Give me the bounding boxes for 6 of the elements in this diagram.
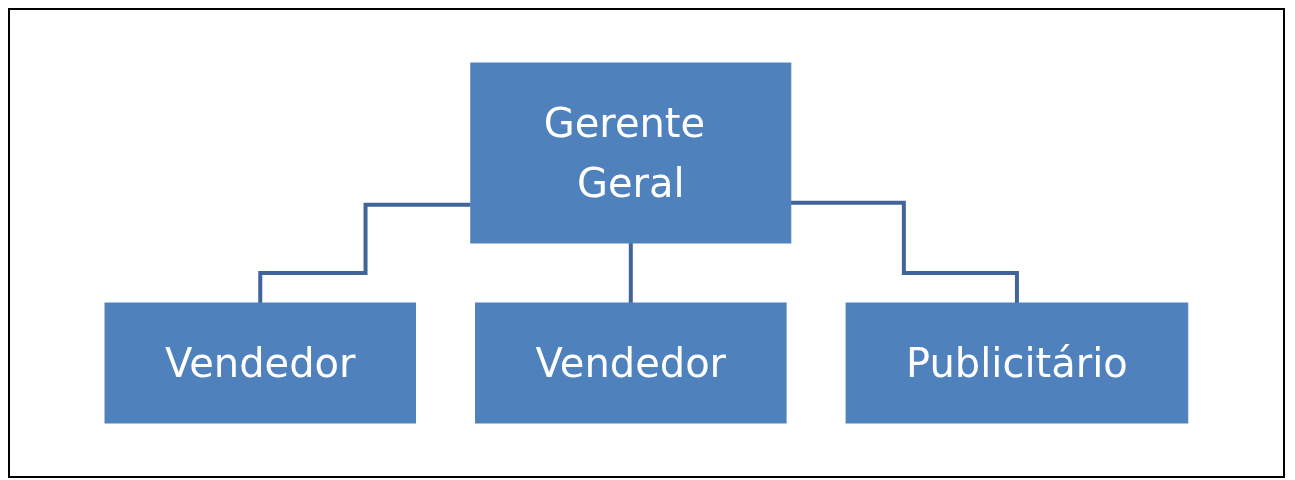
node-box: Publicitário [845, 302, 1189, 424]
node-box: Vendedor [475, 302, 787, 424]
node-box: Vendedor [104, 302, 417, 424]
connector [790, 200, 1020, 305]
node-box: Gerente Geral [470, 62, 792, 244]
connector [258, 202, 471, 305]
